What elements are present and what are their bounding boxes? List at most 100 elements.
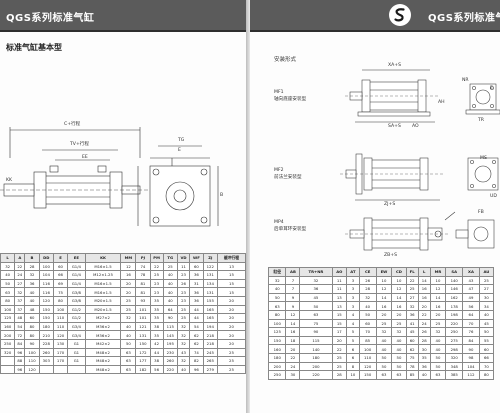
table-header-cell: PM <box>149 253 164 263</box>
table-cell: 101 <box>135 313 151 323</box>
table-cell: 63 <box>120 356 137 366</box>
table-cell: 80 <box>478 370 495 380</box>
table-cell: 110 <box>358 352 377 363</box>
table-cell: 230 <box>162 347 178 358</box>
table-cell: 22 <box>285 352 301 363</box>
table-cell: 44 <box>189 313 204 323</box>
table-cell: 40 <box>375 335 393 346</box>
table-cell: 50 <box>358 309 377 320</box>
table-cell: 36 <box>189 270 204 280</box>
table-cell: 20 <box>216 295 246 306</box>
table-cell: 100 <box>0 304 16 315</box>
table-cell: 220 <box>162 364 178 375</box>
table-cell: 116 <box>38 287 54 297</box>
table-cell: 32 <box>429 327 447 337</box>
table-cell: 13 <box>331 301 348 311</box>
table-cell: 200 <box>0 330 16 340</box>
table-cell: 63 <box>299 309 333 320</box>
table-cell: 5 <box>346 327 360 337</box>
table-cell: 20 <box>120 287 137 297</box>
table-cell: 90 <box>299 327 333 337</box>
table-cell: M48×2 <box>84 364 122 375</box>
dim-kk: KK <box>6 178 13 183</box>
mount-drawings <box>340 69 500 251</box>
table-cell: 260 <box>38 347 54 358</box>
table-cell: 145 <box>162 330 178 340</box>
table-cell: 75 <box>52 287 69 297</box>
table-cell: 23 <box>149 278 164 289</box>
table-cell: M20×1.5 <box>84 304 122 315</box>
table-cell: 50 <box>429 361 447 372</box>
table-cell: 172 <box>135 347 151 358</box>
table-header-cell: KK <box>84 253 122 263</box>
table-cell: M16×1.5 <box>84 287 122 297</box>
table-cell: 131 <box>135 330 151 340</box>
table-cell: 100 <box>358 344 377 354</box>
table-cell: 14 <box>375 292 393 303</box>
table-cell: 7 <box>285 275 301 286</box>
table-cell: 48 <box>14 313 26 323</box>
table-cell: 70 <box>462 318 480 329</box>
dim-ah: AH <box>438 100 445 105</box>
table-cell: 3 <box>346 301 360 311</box>
table-header-cell: TR+NR <box>299 267 333 277</box>
table-cell: G1/4 <box>67 261 86 272</box>
table-cell: M36×2 <box>84 330 122 340</box>
table-cell: 80 <box>267 309 287 320</box>
dim-xa-plus-s: XA+S <box>388 63 402 68</box>
table-cell: 43 <box>176 347 191 358</box>
table-header-cell: E <box>52 253 69 263</box>
table-cell: 40 <box>24 295 40 306</box>
table-cell: 26 <box>358 275 377 286</box>
dim-nr: NR <box>462 78 469 83</box>
table-cell: 60 <box>24 313 40 323</box>
table-cell: 48 <box>24 304 40 315</box>
table-cell: 56 <box>149 364 164 375</box>
table-cell: 50 <box>120 338 137 349</box>
table-cell: 279 <box>202 364 218 375</box>
table-cell: 170 <box>52 347 69 358</box>
dim-tg: TG <box>178 138 185 143</box>
table-cell: 60 <box>478 344 495 354</box>
table-cell: 50 <box>391 352 407 363</box>
table-cell: 100 <box>267 318 287 329</box>
table-cell: 4 <box>346 309 360 320</box>
table-cell: 155 <box>202 295 218 306</box>
table-cell: 50 <box>267 292 287 303</box>
table-cell: 20 <box>216 313 246 323</box>
table-cell: 13 <box>331 292 348 303</box>
table-cell: 245 <box>202 347 218 358</box>
table-cell: 32 <box>176 321 191 332</box>
table-cell: 3 <box>346 275 360 286</box>
table-cell: G1 <box>67 338 86 349</box>
table-cell: 16 <box>391 301 407 311</box>
table-cell: 40 <box>120 321 137 332</box>
table-cell: 36 <box>417 361 431 372</box>
table-cell: 100 <box>52 304 69 315</box>
table-cell: 320 <box>445 352 464 363</box>
table-cell: 260 <box>162 356 178 366</box>
table-cell: 63 <box>120 364 137 375</box>
table-cell: 178 <box>445 301 464 311</box>
table-cell: 76 <box>462 327 480 337</box>
table-cell: 84 <box>462 335 480 346</box>
table-cell: 54 <box>14 321 26 332</box>
table-cell: 43 <box>462 275 480 286</box>
table-cell: G3/8 <box>67 287 86 297</box>
table-cell: 70 <box>358 327 377 337</box>
table-cell: G1 <box>67 347 86 358</box>
table-cell: 198 <box>445 309 464 320</box>
brand-logo <box>389 4 411 26</box>
table-cell: 25 <box>216 364 246 375</box>
table-cell: 60 <box>52 261 69 272</box>
table-cell: 20 <box>216 321 246 332</box>
table-cell: 25 <box>162 261 178 272</box>
table-cell: 100 <box>24 347 40 358</box>
table-cell: 18 <box>285 335 301 346</box>
table-cell: 23 <box>176 295 191 306</box>
table-cell: 62 <box>189 338 204 349</box>
